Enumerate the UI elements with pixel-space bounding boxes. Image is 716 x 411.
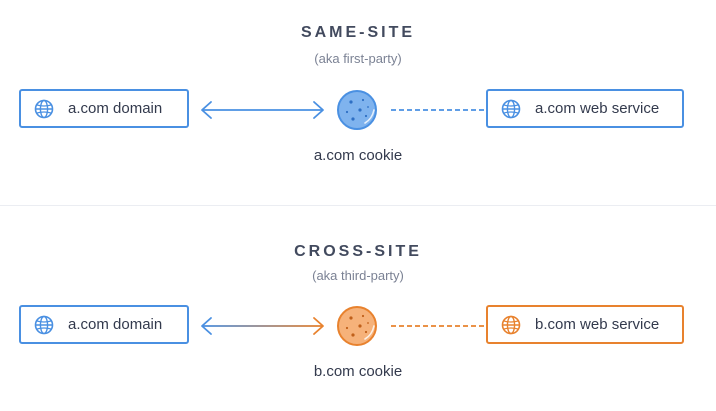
domain-box: a.com domain [19,89,189,128]
section-divider [0,205,716,206]
cookie-icon [337,306,377,346]
cookie-icon [337,90,377,130]
globe-icon [501,315,521,335]
web-service-label: a.com web service [535,100,660,117]
web-service-box: a.com web service [486,89,684,128]
globe-icon [34,315,54,335]
domain-label: a.com domain [68,316,163,333]
connector [201,101,486,119]
web-service-box: b.com web service [486,305,684,344]
domain-box: a.com domain [19,305,189,344]
globe-icon [501,99,521,119]
section-title: CROSS-SITE [294,243,422,260]
globe-icon [34,99,54,119]
section-title: SAME-SITE [300,24,416,41]
domain-label: a.com domain [68,100,163,117]
cookie-label: a.com cookie [313,147,403,164]
web-service-label: b.com web service [535,316,660,333]
cookie-label: b.com cookie [313,363,403,380]
connector [201,317,486,335]
same-site-section: SAME-SITE (aka first-party) a.com domain [0,0,716,205]
section-subtitle: (aka third-party) [312,268,404,283]
cross-site-section: CROSS-SITE (aka third-party) a.com domai… [0,205,716,410]
section-subtitle: (aka first-party) [314,51,402,66]
